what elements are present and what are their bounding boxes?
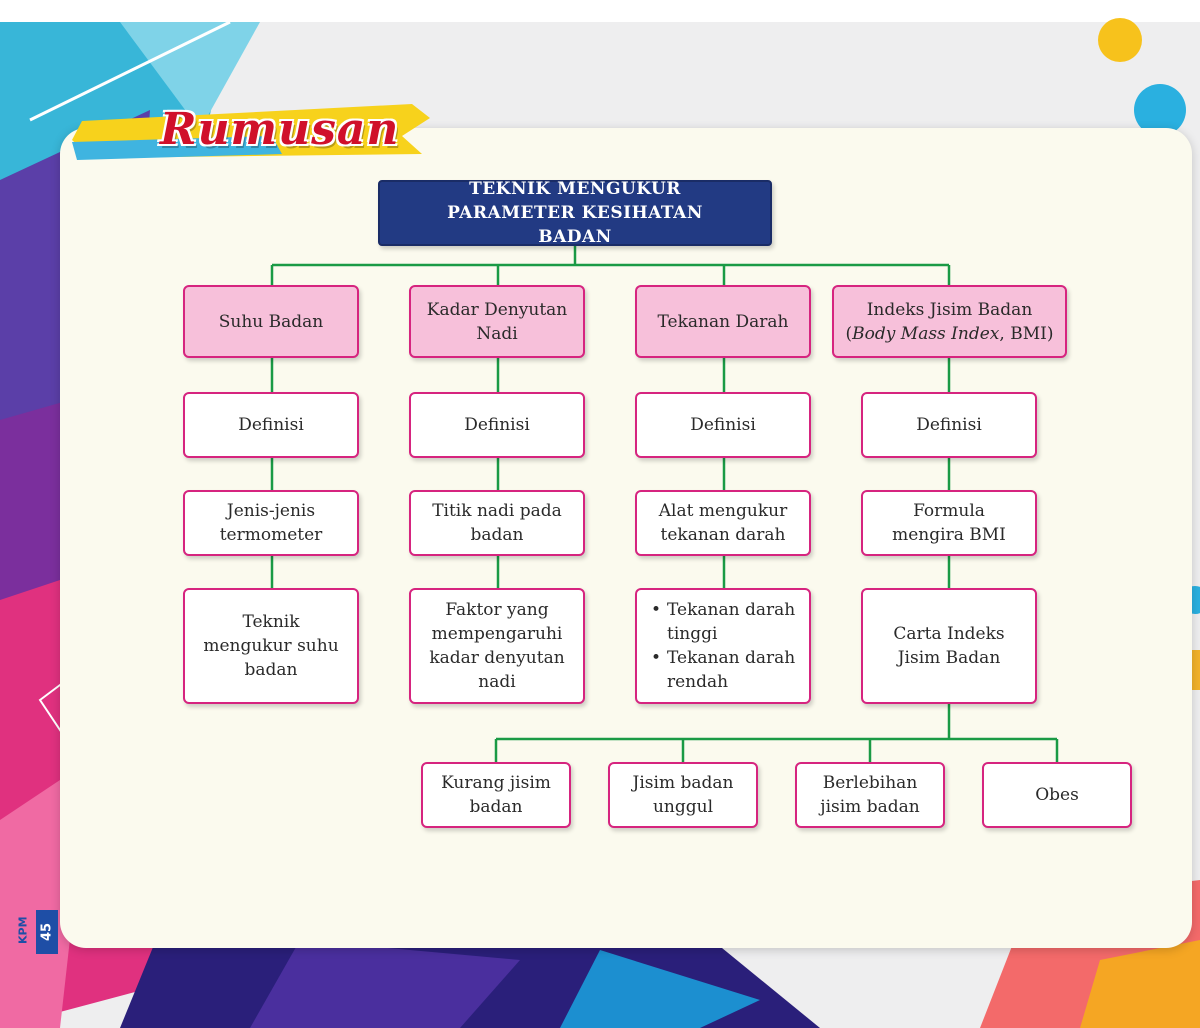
node-definisi: Definisi	[635, 392, 811, 458]
category-label: Tekanan Darah	[657, 311, 789, 332]
node-label: Carta Indeks Jisim Badan	[893, 624, 1005, 668]
category-indeks-jisim-badan: Indeks Jisim Badan (Body Mass Index, BMI…	[832, 285, 1067, 358]
node-definisi: Definisi	[183, 392, 359, 458]
node-label: Jenis-jenis termometer	[219, 501, 323, 545]
node-label: Berlebihan jisim badan	[820, 773, 920, 817]
node-label: Alat mengukur tekanan darah	[658, 501, 788, 545]
bullet-item: Tekanan darah tinggi	[649, 598, 797, 646]
page-number: 45	[36, 910, 58, 954]
category-label: Suhu Badan	[218, 311, 324, 332]
node-alat-tekanan-darah: Alat mengukur tekanan darah	[635, 490, 811, 556]
node-label: Definisi	[464, 415, 530, 435]
page-label: KPM	[16, 916, 30, 944]
bmi-obes: Obes	[982, 762, 1132, 828]
node-jenis-tekanan-darah: Tekanan darah tinggi Tekanan darah renda…	[635, 588, 811, 704]
node-label: Faktor yang mempengaruhi kadar denyutan …	[429, 600, 565, 692]
node-definisi: Definisi	[409, 392, 585, 458]
node-jenis-termometer: Jenis-jenis termometer	[183, 490, 359, 556]
bullet-list: Tekanan darah tinggi Tekanan darah renda…	[649, 598, 797, 694]
node-definisi: Definisi	[861, 392, 1037, 458]
node-label: Jisim badan unggul	[632, 773, 734, 817]
category-kadar-denyutan-nadi: Kadar Denyutan Nadi	[409, 285, 585, 358]
node-teknik-suhu: Teknik mengukur suhu badan	[183, 588, 359, 704]
node-label: Titik nadi pada badan	[432, 501, 562, 545]
node-label: Obes	[1035, 785, 1079, 805]
node-label: Definisi	[690, 415, 756, 435]
node-label: Kurang jisim badan	[441, 773, 551, 817]
node-label: Definisi	[916, 415, 982, 435]
node-label: Teknik mengukur suhu badan	[203, 612, 339, 680]
category-label: Kadar Denyutan Nadi	[426, 299, 568, 344]
node-titik-nadi: Titik nadi pada badan	[409, 490, 585, 556]
section-title: Rumusan	[160, 104, 400, 155]
node-carta-bmi: Carta Indeks Jisim Badan	[861, 588, 1037, 704]
title-banner-brush	[72, 104, 430, 160]
bmi-kurang-jisim-badan: Kurang jisim badan	[421, 762, 571, 828]
node-label: Formula mengira BMI	[892, 501, 1006, 545]
category-sublabel: (Body Mass Index, BMI)	[845, 323, 1054, 344]
bmi-berlebihan-jisim-badan: Berlebihan jisim badan	[795, 762, 945, 828]
category-tekanan-darah: Tekanan Darah	[635, 285, 811, 358]
category-label: Indeks Jisim Badan	[866, 299, 1033, 320]
bmi-jisim-badan-unggul: Jisim badan unggul	[608, 762, 758, 828]
category-suhu-badan: Suhu Badan	[183, 285, 359, 358]
root-node: TEKNIK MENGUKUR PARAMETER KESIHATAN BADA…	[378, 179, 772, 247]
root-label: TEKNIK MENGUKUR PARAMETER KESIHATAN BADA…	[447, 179, 703, 247]
node-label: Definisi	[238, 415, 304, 435]
bullet-item: Tekanan darah rendah	[649, 646, 797, 694]
node-formula-bmi: Formula mengira BMI	[861, 490, 1037, 556]
node-faktor-denyutan: Faktor yang mempengaruhi kadar denyutan …	[409, 588, 585, 704]
